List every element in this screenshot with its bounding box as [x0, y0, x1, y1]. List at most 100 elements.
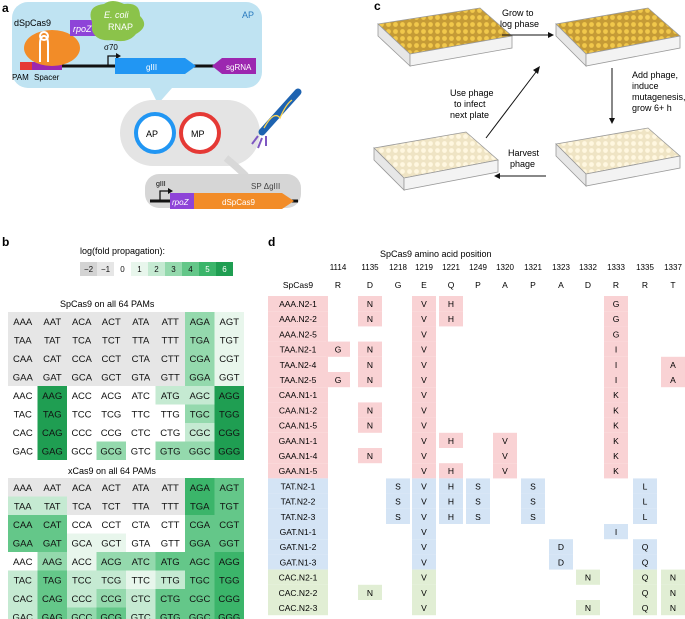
pam-cell: [214, 367, 244, 386]
mutation-table-title: SpCas9 amino acid position: [380, 249, 492, 259]
mutation-cell: [439, 432, 463, 448]
pam-cell: [185, 533, 215, 552]
pam-cell: [37, 441, 67, 460]
pam-cell: [96, 570, 126, 589]
pam-cell: [37, 570, 67, 589]
pam-label: TAA: [14, 336, 32, 347]
wt-residue: T: [670, 280, 675, 290]
pam-cell: [96, 589, 126, 608]
pam-label: ACA: [72, 317, 92, 328]
pam-cell: [37, 386, 67, 405]
sgrna-loop: [39, 31, 49, 41]
sp-promoter: [159, 190, 168, 201]
pam-cell: [67, 552, 97, 571]
pam-label: CCG: [101, 428, 122, 439]
dspcas9-label: dSpCas9: [14, 18, 51, 28]
pam-label: GAC: [12, 447, 33, 458]
pam-cell: [37, 349, 67, 368]
variant-name-cell: [268, 432, 328, 448]
pam-label: GAA: [13, 539, 34, 550]
mutation-cell: [358, 417, 382, 433]
position-label: 1218: [389, 263, 407, 272]
mutation-residue: V: [421, 405, 427, 415]
mutation-residue: N: [585, 603, 591, 613]
mutation-residue: K: [613, 451, 619, 461]
pam-label: GAC: [12, 613, 33, 619]
pam-cell: [185, 367, 215, 386]
mutation-cell: [412, 417, 436, 433]
mutation-residue: S: [395, 512, 401, 522]
variant-name-cell: [268, 600, 328, 616]
pam-cell: [155, 386, 185, 405]
mutation-cell: [633, 554, 657, 570]
pam-cell: [96, 404, 126, 423]
plate-2: [555, 7, 681, 67]
pam-label: AAT: [43, 483, 61, 494]
mutation-residue: S: [530, 481, 536, 491]
pam-cell: [155, 589, 185, 608]
mutation-cell: [439, 493, 463, 509]
mutation-cell: [412, 432, 436, 448]
mutation-residue: V: [421, 603, 427, 613]
pam-cell: [185, 607, 215, 619]
step1-line2: log phase: [500, 19, 539, 29]
panel-a: a AP dSpCas9 rpoZ E. coli RNAP σ70 gIII …: [2, 1, 302, 209]
plate-4-front: [403, 159, 499, 191]
mutation-residue: L: [643, 497, 648, 507]
pam-cell: [8, 496, 38, 515]
pam-cell: [155, 552, 185, 571]
mutation-residue: I: [615, 375, 617, 385]
mutation-residue: K: [613, 466, 619, 476]
pam-label: CTT: [161, 520, 180, 531]
pam-label: TGT: [220, 336, 239, 347]
pam-label: ACT: [102, 483, 121, 494]
pam-cell: [155, 496, 185, 515]
mutation-cell: [386, 493, 410, 509]
pam-label: AAA: [13, 317, 33, 328]
mutation-residue: V: [421, 557, 427, 567]
pam-label: AGA: [190, 483, 211, 494]
pam-cell: [67, 515, 97, 534]
mutation-residue: H: [448, 436, 454, 446]
mutation-cell: [604, 524, 628, 540]
sp-giii-label: gIII: [156, 181, 166, 188]
mutation-residue: K: [613, 421, 619, 431]
mutation-cell: [412, 539, 436, 555]
pam-label: CTG: [160, 428, 180, 439]
mutation-cell: [604, 417, 628, 433]
legend-swatch: [199, 262, 216, 276]
mutation-cell: [633, 508, 657, 524]
ap-box-label: AP: [242, 10, 254, 20]
pam-cell: [37, 312, 67, 331]
pam-label: CAC: [13, 594, 33, 605]
pam-label: ATC: [132, 391, 150, 402]
variant-name-cell: [268, 569, 328, 585]
mutation-cell: [439, 508, 463, 524]
pam-cell: [214, 441, 244, 460]
mutation-cell: [326, 341, 350, 357]
promoter-arrow: [107, 55, 116, 66]
mutation-cell: [604, 402, 628, 418]
mutation-residue: N: [367, 451, 373, 461]
legend-swatch: [80, 262, 97, 276]
pam-cell: [37, 552, 67, 571]
panel-a-letter: a: [2, 1, 9, 15]
mutation-cell: [604, 448, 628, 464]
pam-label: ATA: [132, 483, 150, 494]
pam-label: ACC: [72, 391, 92, 402]
pam-label: GGT: [219, 539, 240, 550]
step4-arrow: [485, 71, 537, 139]
mutation-residue: V: [421, 299, 427, 309]
pam-cell: [126, 386, 156, 405]
step2-line4: grow 6+ h: [632, 103, 672, 113]
pam-cell: [96, 386, 126, 405]
mutation-cell: [521, 508, 545, 524]
mutation-cell: [439, 463, 463, 479]
wt-residue: A: [502, 280, 508, 290]
variant-name: TAA.N2-1: [280, 345, 317, 355]
pam-label: TGA: [190, 502, 210, 513]
pam-label: CAG: [42, 594, 63, 605]
pam-label: AGC: [189, 391, 210, 402]
mutation-residue: V: [421, 527, 427, 537]
